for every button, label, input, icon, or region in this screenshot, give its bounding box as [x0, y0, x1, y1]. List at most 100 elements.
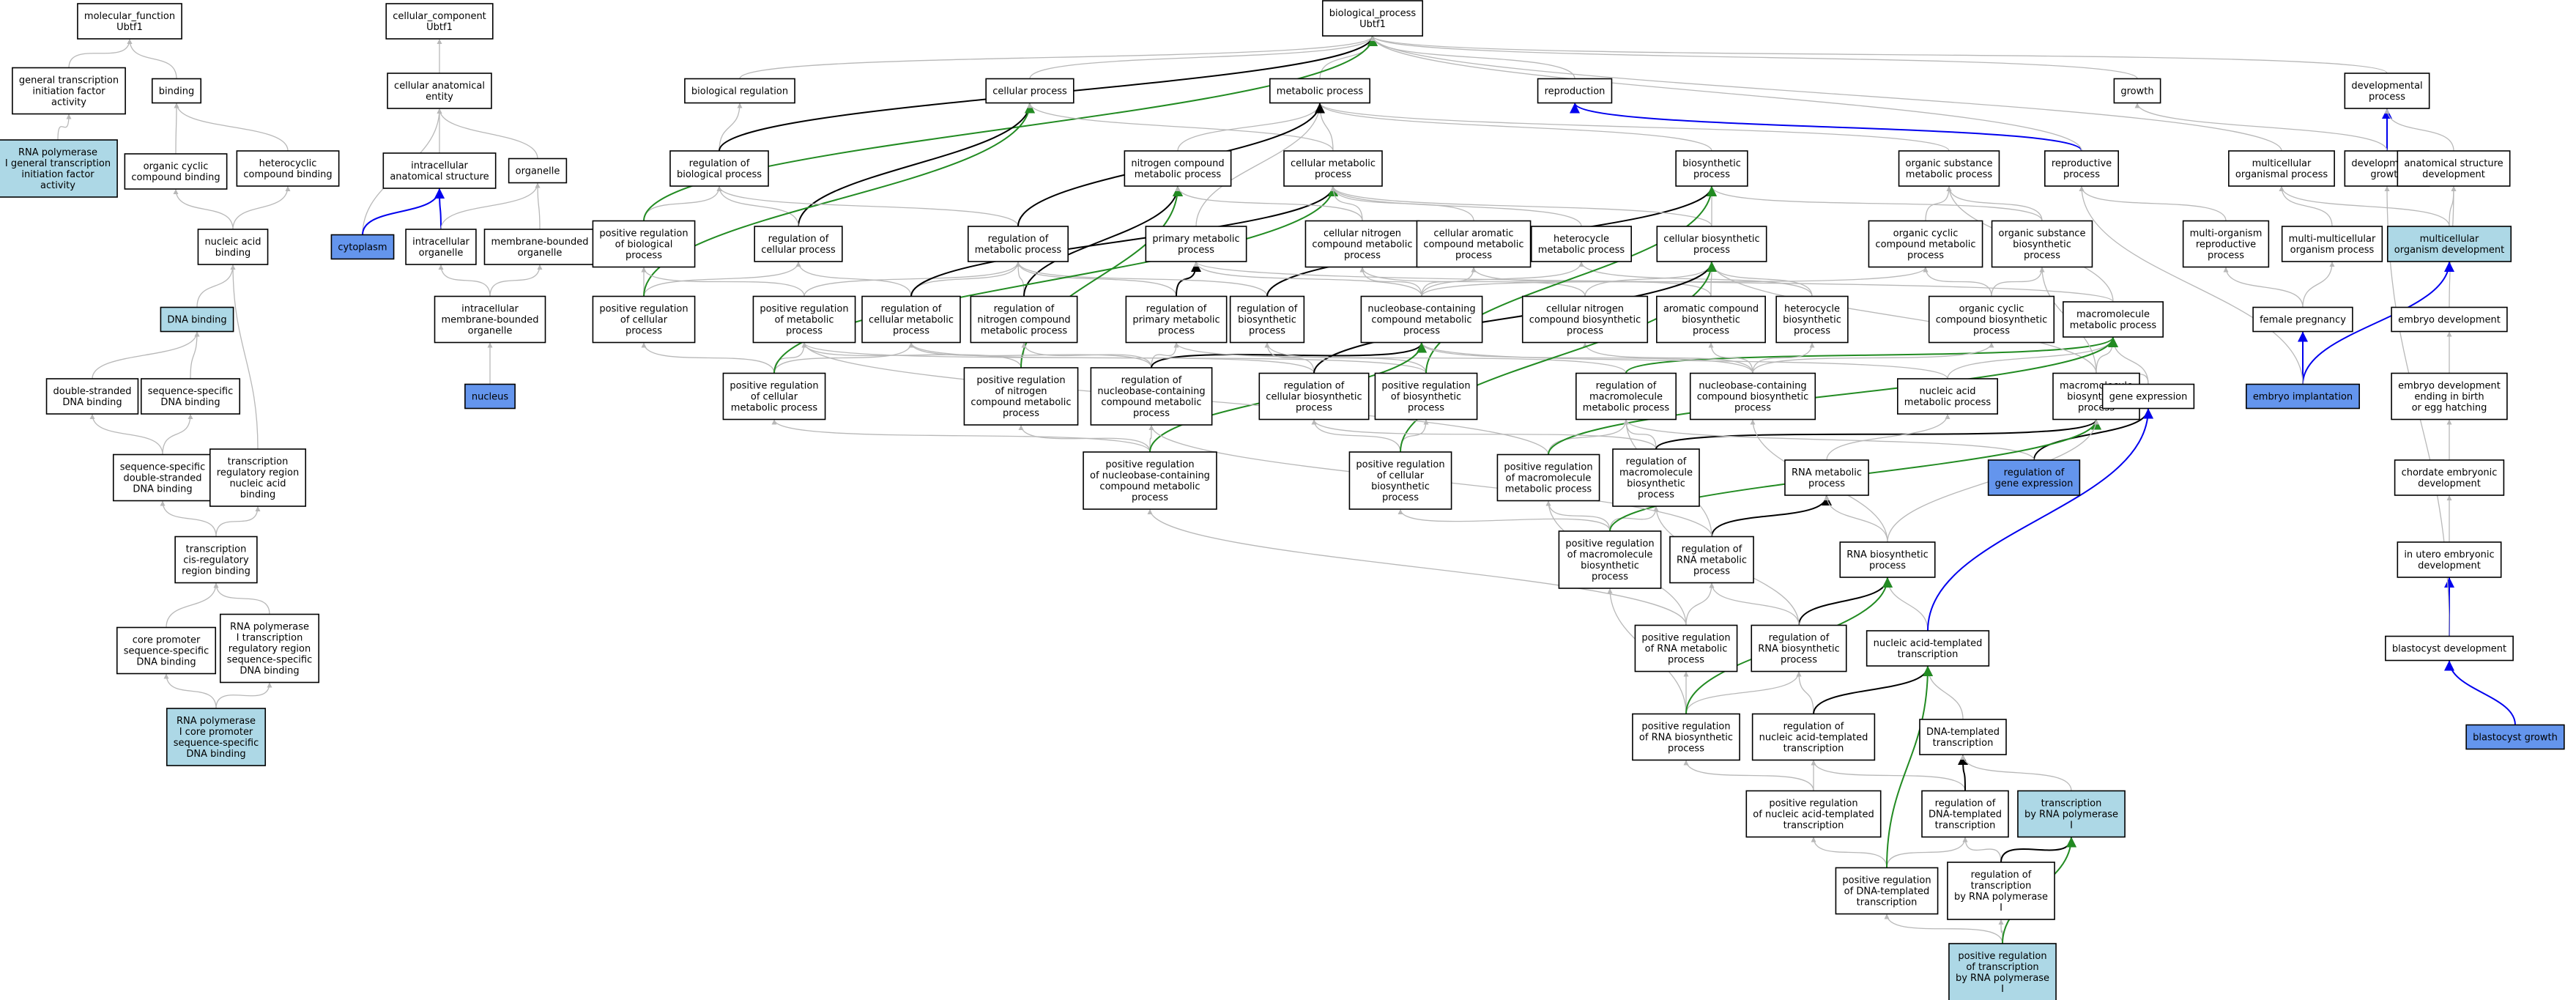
node-nucleus[interactable]: nucleus [464, 383, 516, 410]
node-binding[interactable]: binding [151, 78, 202, 104]
node-regmbp[interactable]: regulation ofmacromoleculebiosyntheticpr… [1612, 448, 1700, 507]
node-metproc[interactable]: metabolic process [1269, 78, 1370, 104]
node-regnbcmp[interactable]: regulation ofnucleobase-containingcompou… [1090, 367, 1213, 426]
node-ge[interactable]: gene expression [2101, 383, 2195, 410]
node-organelle[interactable]: organelle [508, 158, 568, 184]
node-ed[interactable]: embryo development [2391, 306, 2508, 333]
node-cytoplasm[interactable]: cytoplasm [330, 234, 395, 260]
node-bg[interactable]: blastocyst growth [2465, 724, 2565, 750]
node-reproduction[interactable]: reproduction [1537, 78, 1613, 104]
node-fp[interactable]: female pregnancy [2252, 306, 2353, 333]
node-dnab[interactable]: DNA binding [160, 306, 234, 333]
node-bioreg[interactable]: biological regulation [684, 78, 795, 104]
node-growth[interactable]: growth [2113, 78, 2161, 104]
node-ei[interactable]: embryo implantation [2246, 383, 2360, 410]
node-cellproc[interactable]: cellular process [985, 78, 1074, 104]
node-bd[interactable]: blastocyst development [2385, 635, 2514, 662]
